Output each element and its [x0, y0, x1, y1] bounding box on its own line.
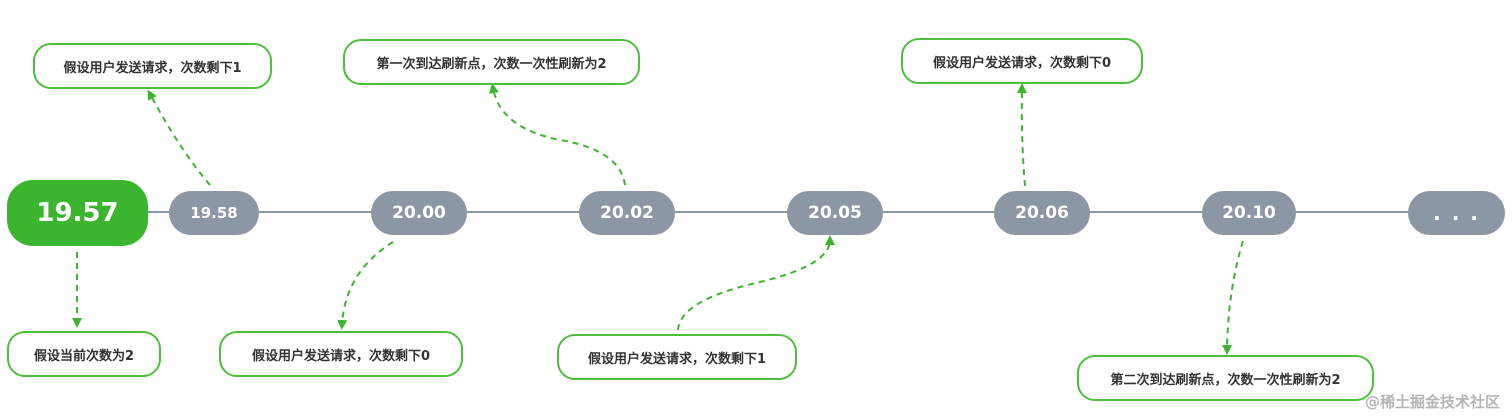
watermark: @稀土掘金技术社区 [1364, 393, 1500, 411]
note-box: 第一次到达刷新点，次数一次性刷新为2 [343, 39, 640, 85]
note-box: 假设当前次数为2 [7, 331, 161, 377]
arrow-20-06-up [1016, 83, 1027, 187]
timeline-node: 20.00 [371, 191, 467, 235]
timeline-node-ellipsis: . . . [1408, 191, 1505, 235]
note-box: 假设用户发送请求，次数剩下0 [901, 38, 1143, 84]
timeline-node: 20.06 [994, 191, 1090, 235]
timeline-node: 19.58 [169, 191, 259, 235]
note-box: 第二次到达刷新点，次数一次性刷新为2 [1077, 355, 1374, 401]
timeline-node-current: 19.57 [7, 180, 148, 246]
note-box: 假设用户发送请求，次数剩下0 [219, 331, 463, 377]
arrow-19-58-up [147, 89, 211, 186]
arrow-20-00-down [337, 241, 394, 330]
note-box: 假设用户发送请求，次数剩下1 [33, 43, 272, 89]
arrow-20-05-down [677, 235, 835, 331]
note-box: 假设用户发送请求，次数剩下1 [557, 334, 797, 380]
timeline-node: 20.05 [787, 191, 883, 235]
arrow-20-10-down [1222, 240, 1244, 355]
arrow-20-02-up [488, 83, 626, 186]
timeline-node: 20.02 [579, 191, 675, 235]
timeline-axis [40, 211, 1470, 213]
timeline-node: 20.10 [1202, 191, 1296, 235]
